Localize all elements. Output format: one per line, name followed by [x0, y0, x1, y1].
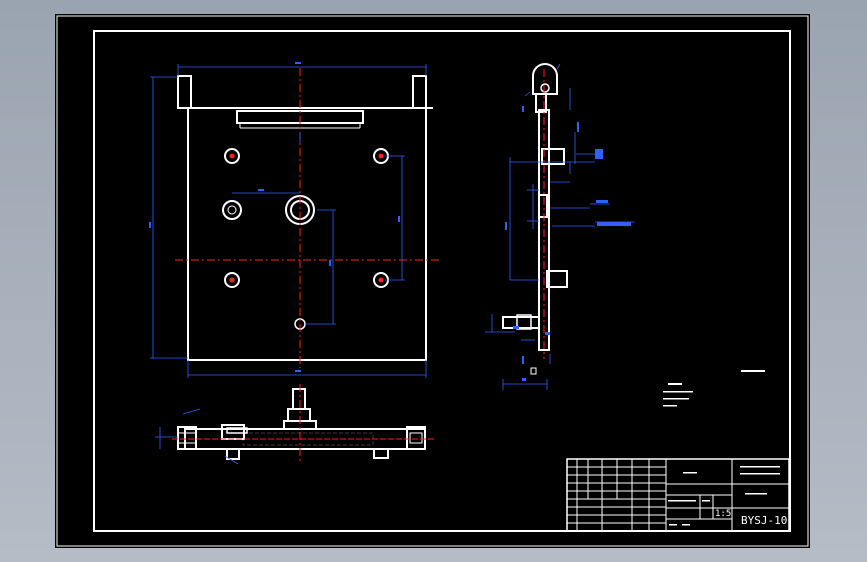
outer-frame	[56, 15, 809, 547]
hole-top-left	[224, 148, 240, 164]
scale-value: 1:5	[715, 509, 731, 519]
hole-bottom-left	[224, 272, 240, 288]
front-view	[149, 62, 439, 378]
drawing-canvas: 1:5 BYSJ-10	[56, 15, 809, 547]
technical-notes	[663, 383, 693, 407]
side-view	[485, 63, 635, 390]
title-block	[566, 458, 790, 532]
view-label	[741, 370, 765, 372]
drawing-sheet: 1:5 BYSJ-10	[55, 14, 810, 548]
inner-frame	[93, 30, 791, 532]
drawing-number: BYSJ-10	[741, 514, 787, 527]
title-block-cell-marks	[668, 466, 780, 526]
hole-mid-left	[222, 200, 242, 220]
section-view	[155, 384, 435, 465]
